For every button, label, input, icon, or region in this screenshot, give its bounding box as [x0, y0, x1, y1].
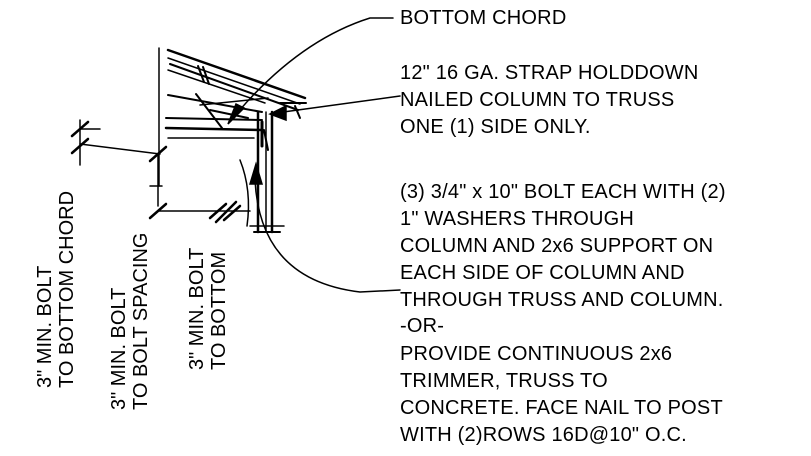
trimmer-note-line: TRIMMER, TRUSS TO: [400, 370, 608, 392]
dim-label-line: TO BOLT SPACING: [130, 232, 152, 410]
dim-label-to-bottom-chord: 3" MIN. BOLT TO BOTTOM CHORD: [34, 191, 78, 388]
dim-label-to-bottom: 3" MIN. BOLT TO BOTTOM: [186, 248, 230, 370]
strap-note-line: ONE (1) SIDE ONLY.: [400, 116, 591, 138]
bottom-chord-label: BOTTOM CHORD: [400, 7, 567, 29]
dim-label-line: TO BOTTOM: [208, 251, 230, 370]
trimmer-note-line: PROVIDE CONTINUOUS 2x6: [400, 343, 673, 365]
bolt-note-line: 1" WASHERS THROUGH: [400, 208, 635, 230]
strap-note-line: NAILED COLUMN TO TRUSS: [400, 89, 675, 111]
trimmer-note-line: WITH (2)ROWS 16D@10" O.C.: [400, 424, 687, 446]
dimension-lines: [79, 119, 251, 212]
wall-edge: [158, 47, 250, 227]
bolt-note-line: (3) 3/4" x 10" BOLT EACH WITH (2): [400, 181, 726, 203]
bolt-note-line: EACH SIDE OF COLUMN AND: [400, 262, 685, 284]
truss-top-chord: [166, 48, 307, 111]
dim-label-line: 3" MIN. BOLT: [186, 247, 208, 370]
bolt-note-line: THROUGH TRUSS AND COLUMN.: [400, 289, 724, 311]
strap-note-line: 12" 16 GA. STRAP HOLDDOWN: [400, 62, 699, 84]
dim-label-bolt-spacing: 3" MIN. BOLT TO BOLT SPACING: [108, 233, 152, 410]
or-separator: -OR-: [400, 315, 445, 337]
trimmer-note-line: CONCRETE. FACE NAIL TO POST: [400, 397, 723, 419]
dim-label-line: 3" MIN. BOLT: [34, 265, 56, 388]
bolt-leader: [248, 161, 401, 293]
bottom-chord-leader: [227, 17, 394, 125]
dim-label-line: 3" MIN. BOLT: [108, 287, 130, 410]
dimension-ticks: [70, 120, 242, 224]
dim-label-line: TO BOTTOM CHORD: [56, 190, 78, 388]
strap-holddown-leader: [268, 95, 401, 122]
truss-webs: [164, 69, 307, 139]
bolt-note-line: COLUMN AND 2x6 SUPPORT ON: [400, 235, 714, 257]
